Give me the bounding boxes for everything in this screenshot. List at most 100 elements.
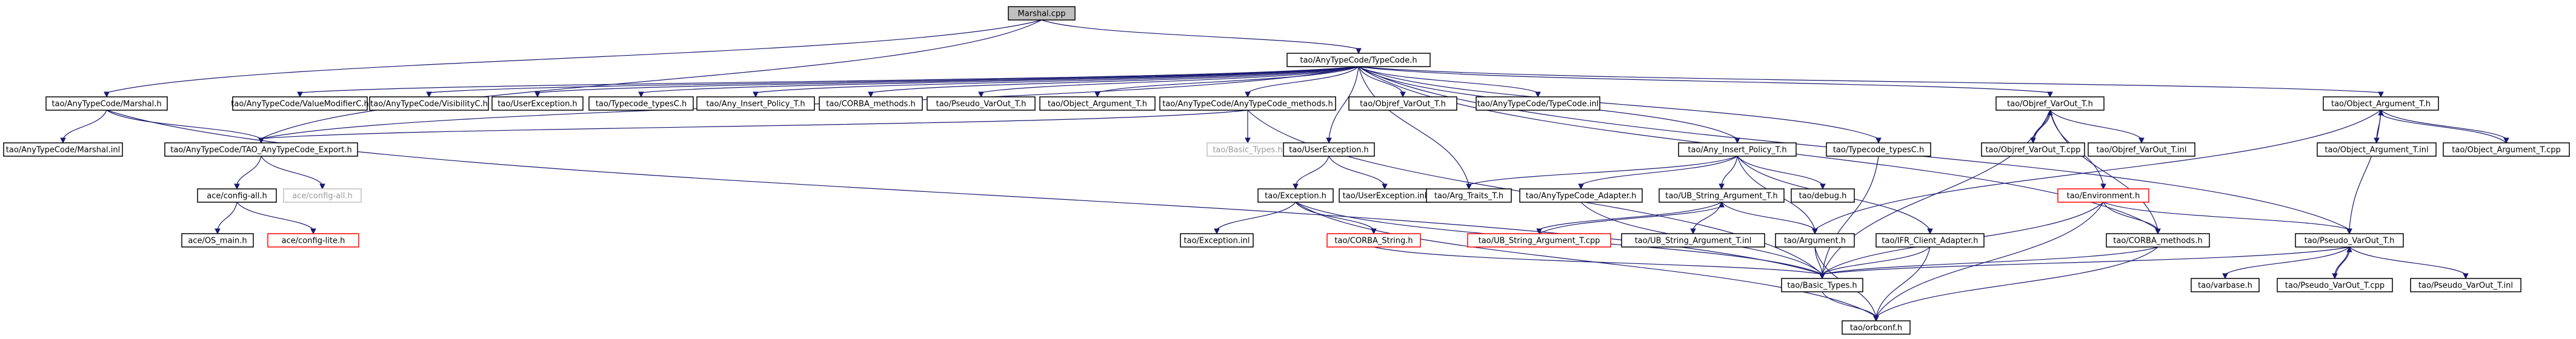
edge-any_insert_policy_t_h2-to-ub_string_argument_t_h xyxy=(1719,156,1738,190)
node-visibilityc-h[interactable]: tao/AnyTypeCode/VisibilityC.h xyxy=(369,96,489,111)
edge-basic_types_h-to-orbconf_h xyxy=(1822,291,1879,322)
node-label: tao/Object_Argument_T.h xyxy=(2331,100,2431,109)
edge-corba_methods_h2-to-orbconf_h xyxy=(1873,246,2158,322)
node-corba-methods-h2[interactable]: tao/CORBA_methods.h xyxy=(2106,233,2210,248)
node-object-argument-t-h1[interactable]: tao/Object_Argument_T.h xyxy=(1039,96,1156,111)
edge-exception_h-to-exception_inl xyxy=(1214,202,1296,235)
node-userexception-h2[interactable]: tao/UserException.h xyxy=(1283,142,1375,157)
node-label: tao/CORBA_methods.h xyxy=(2113,237,2202,246)
node-pseudo-varout-t-h1[interactable]: tao/Pseudo_VarOut_T.h xyxy=(927,96,1036,111)
node-label: tao/Typecode_typesC.h xyxy=(1833,146,1924,155)
node-userexception-inl[interactable]: tao/UserException.inl xyxy=(1339,188,1431,203)
node-label: tao/orbconf.h xyxy=(1850,324,1902,333)
node-corba-string-h[interactable]: tao/CORBA_String.h xyxy=(1326,233,1421,248)
edge-objref_varout_t_h2-to-objref_varout_t_inl xyxy=(2049,110,2145,144)
node-pseudo-varout-t-h2[interactable]: tao/Pseudo_VarOut_T.h xyxy=(2295,233,2404,248)
node-label: tao/AnyTypeCode/VisibilityC.h xyxy=(370,100,488,109)
edge-typecode_h-to-objref_varout_t_h2 xyxy=(1358,66,2053,98)
node-label: tao/UB_String_Argument_T.cpp xyxy=(1479,237,1600,246)
node-label: tao/AnyTypeCode/TAO_AnyTypeCode_Export.h xyxy=(170,146,351,155)
node-ace-os-main-h[interactable]: ace/OS_main.h xyxy=(181,233,254,248)
node-label: tao/Exception.inl xyxy=(1184,237,1250,246)
node-anytypecode-adapter-h[interactable]: tao/AnyTypeCode_Adapter.h xyxy=(1519,188,1643,203)
node-typecode-typesc-h1[interactable]: tao/Typecode_typesC.h xyxy=(588,96,694,111)
node-ace-config-all-h1[interactable]: ace/config-all.h xyxy=(197,188,277,203)
node-objref-varout-t-h2[interactable]: tao/Objref_VarOut_T.h xyxy=(1995,96,2105,111)
node-objref-varout-t-cpp[interactable]: tao/Objref_VarOut_T.cpp xyxy=(1981,142,2085,157)
edge-typecode_h-to-typecode_typesc_h2 xyxy=(1358,66,1882,144)
node-ub-string-argument-t-h[interactable]: tao/UB_String_Argument_T.h xyxy=(1659,188,1785,203)
node-label: tao/Argument.h xyxy=(1784,237,1846,246)
node-orbconf-h[interactable]: tao/orbconf.h xyxy=(1842,320,1911,335)
node-ace-config-all-h-grey[interactable]: ace/config-all.h xyxy=(283,188,362,203)
node-arg-traits-t-h[interactable]: tao/Arg_Traits_T.h xyxy=(1426,188,1512,203)
node-marshal-inl[interactable]: tao/AnyTypeCode/Marshal.inl xyxy=(3,142,123,157)
edge-typecode_h-to-corba_methods_h1 xyxy=(868,66,1359,98)
node-label: tao/AnyTypeCode/TypeCode.inl xyxy=(1477,100,1599,109)
node-ub-string-argument-t-inl[interactable]: tao/UB_String_Argument_T.inl xyxy=(1621,233,1765,248)
edge-environment_h-to-pseudo_varout_t_h2 xyxy=(2103,202,2352,235)
node-exception-inl[interactable]: tao/Exception.inl xyxy=(1180,233,1254,248)
node-debug-h[interactable]: tao/debug.h xyxy=(1791,188,1855,203)
edge-object_argument_t_h2-to-pseudo_varout_t_h2 xyxy=(2346,110,2381,235)
edge-typecode_h-to-objref_varout_t_h1 xyxy=(1358,66,1406,98)
node-tao-anytypecode-export-h[interactable]: tao/AnyTypeCode/TAO_AnyTypeCode_Export.h xyxy=(164,142,358,157)
node-object-argument-t-cpp[interactable]: tao/Object_Argument_T.cpp xyxy=(2443,142,2570,157)
node-marshal-cpp[interactable]: Marshal.cpp xyxy=(1008,6,1076,21)
node-varbase-h[interactable]: tao/varbase.h xyxy=(2191,278,2260,292)
node-label: tao/Pseudo_VarOut_T.inl xyxy=(2418,281,2513,291)
node-typecode-typesc-h2[interactable]: tao/Typecode_typesC.h xyxy=(1826,142,1931,157)
node-pseudo-varout-t-cpp[interactable]: tao/Pseudo_VarOut_T.cpp xyxy=(2277,278,2393,292)
node-label: tao/Exception.h xyxy=(1265,192,1326,201)
node-ace-config-lite-h[interactable]: ace/config-lite.h xyxy=(267,233,359,248)
node-argument-h[interactable]: tao/Argument.h xyxy=(1775,233,1855,248)
node-label: tao/AnyTypeCode/AnyTypeCode_methods.h xyxy=(1162,100,1333,109)
node-valuemodifierc-h[interactable]: tao/AnyTypeCode/ValueModifierC.h xyxy=(231,96,369,111)
edge-typecode_h-to-arg_traits_t_h xyxy=(1358,66,1472,190)
node-anytypecode-methods-h[interactable]: tao/AnyTypeCode/AnyTypeCode_methods.h xyxy=(1159,96,1336,111)
edge-any_insert_policy_t_h2-to-debug_h xyxy=(1737,156,1826,190)
node-label: tao/Basic_Types.h xyxy=(1787,281,1857,291)
node-any-insert-policy-t-h2[interactable]: tao/Any_Insert_Policy_T.h xyxy=(1678,142,1797,157)
edge-userexception_h2-to-exception_h xyxy=(1293,156,1330,190)
edge-ace_config_all_h1-to-ace_os_main_h xyxy=(215,202,238,235)
node-object-argument-t-inl[interactable]: tao/Object_Argument_T.inl xyxy=(2317,142,2437,157)
edge-userexception_h2-to-userexception_inl xyxy=(1328,156,1388,190)
edge-marshal_cpp-to-marshal_h xyxy=(104,19,1042,98)
node-label: tao/Objref_VarOut_T.inl xyxy=(2097,146,2187,155)
node-label: Marshal.cpp xyxy=(1018,10,1066,19)
edge-typecode_h-to-pseudo_varout_t_h1 xyxy=(978,66,1359,98)
edge-objref_varout_t_cpp-to-objref_varout_t_h2 xyxy=(2032,109,2053,143)
edge-object_argument_t_cpp-to-object_argument_t_h2 xyxy=(2378,109,2507,143)
node-label: tao/Pseudo_VarOut_T.cpp xyxy=(2285,281,2385,291)
node-object-argument-t-h2[interactable]: tao/Object_Argument_T.h xyxy=(2323,96,2439,111)
node-marshal-h[interactable]: tao/AnyTypeCode/Marshal.h xyxy=(45,96,168,111)
edge-pseudo_varout_t_h2-to-pseudo_varout_t_inl xyxy=(2349,246,2469,280)
node-typecode-h[interactable]: tao/AnyTypeCode/TypeCode.h xyxy=(1286,53,1431,67)
node-basic-types-h-grey[interactable]: tao/Basic_Types.h xyxy=(1206,142,1289,157)
node-label: tao/Objref_VarOut_T.h xyxy=(2007,100,2093,109)
edge-tao_anytypecode_export_h-to-ace_config_all_h_grey xyxy=(261,156,325,190)
edge-typecode_h-to-valuemodifierc_h xyxy=(297,66,1359,98)
edge-typecode_h-to-typecode_inl xyxy=(1358,66,1541,98)
node-label: tao/debug.h xyxy=(1799,192,1847,201)
edge-objref_varout_t_h2-to-objref_varout_t_cpp xyxy=(2030,110,2051,144)
node-objref-varout-t-h1[interactable]: tao/Objref_VarOut_T.h xyxy=(1348,96,1457,111)
node-label: tao/Pseudo_VarOut_T.h xyxy=(2305,237,2395,246)
node-label: tao/AnyTypeCode_Adapter.h xyxy=(1526,192,1637,201)
node-ub-string-argument-t-cpp[interactable]: tao/UB_String_Argument_T.cpp xyxy=(1467,233,1611,248)
edge-object_argument_t_h2-to-argument_h xyxy=(1812,110,2381,235)
edge-ace_config_all_h1-to-ace_config_lite_h xyxy=(236,202,316,235)
node-pseudo-varout-t-inl[interactable]: tao/Pseudo_VarOut_T.inl xyxy=(2410,278,2521,292)
node-objref-varout-t-inl[interactable]: tao/Objref_VarOut_T.inl xyxy=(2088,142,2195,157)
node-typecode-inl[interactable]: tao/AnyTypeCode/TypeCode.inl xyxy=(1476,96,1600,111)
edge-typecode_h-to-object_argument_t_h2 xyxy=(1358,66,2384,98)
node-ifr-client-adapter-h[interactable]: tao/IFR_Client_Adapter.h xyxy=(1875,233,1985,248)
node-environment-h[interactable]: tao/Environment.h xyxy=(2057,188,2149,203)
node-exception-h[interactable]: tao/Exception.h xyxy=(1257,188,1334,203)
node-any-insert-policy-t-h1[interactable]: tao/Any_Insert_Policy_T.h xyxy=(696,96,815,111)
node-userexception-h1[interactable]: tao/UserException.h xyxy=(491,96,584,111)
node-basic-types-h[interactable]: tao/Basic_Types.h xyxy=(1781,278,1863,292)
node-corba-methods-h1[interactable]: tao/CORBA_methods.h xyxy=(819,96,923,111)
